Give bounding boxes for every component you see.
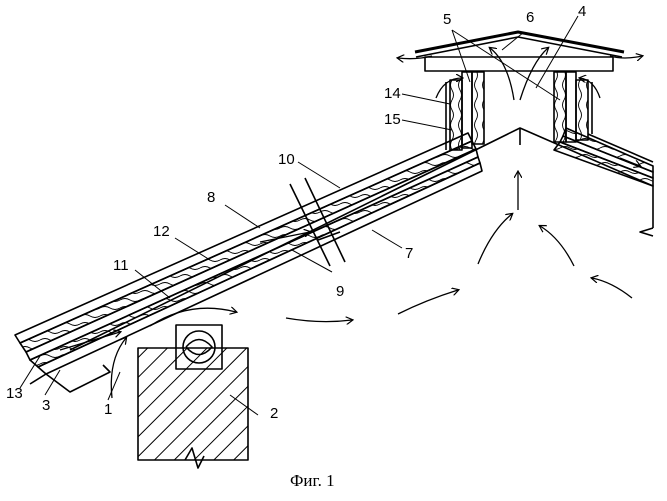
label-15: 15 (384, 111, 401, 128)
label-12: 12 (153, 223, 170, 240)
label-8: 8 (207, 189, 215, 206)
label-7: 7 (405, 245, 413, 262)
label-2: 2 (270, 405, 278, 422)
label-4: 4 (578, 3, 586, 20)
label-3: 3 (42, 397, 50, 414)
label-14: 14 (384, 85, 401, 102)
ridge-cap (415, 32, 624, 71)
roof-slope-right (554, 128, 653, 186)
wall (138, 348, 248, 468)
label-10: 10 (278, 151, 295, 168)
label-9: 9 (336, 283, 344, 300)
label-11: 11 (113, 257, 129, 274)
label-5: 5 (443, 11, 451, 28)
label-1: 1 (104, 401, 112, 418)
figure-caption: Фиг. 1 (290, 471, 335, 490)
label-13: 13 (6, 385, 23, 402)
label-6: 6 (526, 9, 534, 26)
eave-detail (30, 365, 110, 392)
